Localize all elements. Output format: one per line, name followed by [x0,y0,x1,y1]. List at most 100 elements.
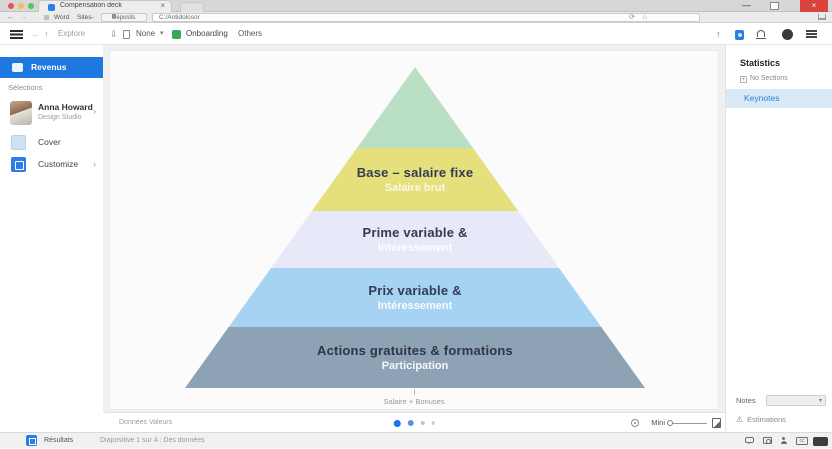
layer-subtitle: Intéressement [377,300,453,312]
camera-icon[interactable] [763,437,772,444]
add-section-button[interactable]: +No Sections [740,75,788,83]
traffic-close-button[interactable] [8,3,14,9]
person-badge-icon[interactable] [735,30,744,40]
comment-icon[interactable] [745,437,754,444]
thumbnail-icon [11,135,26,150]
layer-subtitle: Intéressement [377,242,453,254]
sidebar-item-revenus[interactable]: Revenus [0,57,103,78]
sidebar-item-customize[interactable]: Customize › [0,156,103,174]
sidebar-item-profile[interactable]: Anna Howard Design Studio › [0,98,103,130]
zoom-slider-knob[interactable] [667,420,673,426]
mini-label: Mini [651,418,665,427]
url-text: C:/Antidolosor [159,14,200,21]
panel-heading: Statistics [740,58,781,68]
avatar [10,101,32,125]
pyramid-layer-actions-formations[interactable]: Actions gratuites & formations Participa… [185,327,645,388]
pagination-dot[interactable] [431,421,435,425]
plus-icon: + [740,76,747,83]
window-minimize-button[interactable]: — [742,0,751,10]
downloads-tray-icon[interactable] [818,14,826,20]
pagination-dot[interactable] [420,421,425,425]
notifications-bell-icon[interactable] [756,30,766,39]
tab-favicon-icon [48,3,55,11]
pyramid-caption: Salaire + Bonuses [383,397,445,406]
others-button[interactable]: Others [238,29,263,38]
caret-down-icon[interactable]: ▾ [160,30,164,37]
url-input[interactable]: C:/Antidolosor ⟳ ⌂ [152,13,700,22]
slide-pagination [390,413,439,433]
warning-icon: ⚠ [736,415,744,424]
layer-title: Prime variable & [362,225,468,240]
chip-favicon-icon [112,14,116,18]
keynotes-label: Keynotes [744,93,780,103]
bookmark-sites[interactable]: Sites- [77,14,94,21]
new-tab-button[interactable] [180,2,204,12]
view-dropdown[interactable]: None [136,29,156,38]
refresh-icon[interactable]: ⟳ [629,14,635,21]
tab-close-icon[interactable]: × [160,1,165,10]
notes-row: Notes ▾ [726,395,832,408]
list-menu-icon[interactable] [806,30,817,32]
notes-label: Notes [736,396,756,405]
zoom-slider[interactable] [667,420,707,426]
chip-label: Deposits [112,15,136,21]
toolbar-forward-icon[interactable]: → [30,29,39,39]
caret-down-icon: ▾ [818,398,822,404]
status-app-name: Résultats [44,437,74,444]
onboarding-button[interactable]: Onboarding [186,29,228,38]
canvas-footer: Données Valeurs Mini [103,412,725,432]
canvas-status-text: Données Valeurs [119,419,173,426]
captions-icon[interactable]: cc [796,437,808,445]
layer-title: Actions gratuites & formations [317,343,513,358]
layer-title: Prix variable & [368,283,462,298]
status-slide-info: Diapositive 1 sur 4 : Des données [100,437,205,444]
status-bar: Résultats Diapositive 1 sur 4 : Des donn… [0,432,832,448]
toolbar-up-icon[interactable]: ↑ [44,29,49,39]
window-close-button[interactable]: × [800,0,828,12]
sidebar-selected-label: Revenus [31,62,67,72]
menu-icon[interactable] [10,30,23,32]
sync-icon[interactable]: ⇩ [110,29,118,39]
sidebar-item-cover[interactable]: Cover [0,134,103,152]
sidebar-section-label: Sélections [8,83,43,92]
profile-role: Design Studio [38,114,82,121]
chevron-right-icon: › [93,106,96,116]
chat-icon [12,63,23,72]
tab-title: Compensation deck [60,2,122,9]
address-bar: ← → Word Sites- Deposits C:/Antidolosor … [0,12,832,23]
share-icon[interactable]: ↑ [716,29,721,39]
traffic-zoom-button[interactable] [28,3,34,9]
main-area: Revenus Sélections Anna Howard Design St… [0,45,832,432]
caption-tick [414,389,415,395]
pagination-dot[interactable] [407,420,414,426]
bookmark-word[interactable]: Word [54,14,70,21]
back-icon[interactable]: ← [7,14,14,21]
fit-to-window-icon[interactable] [712,418,721,428]
layer-subtitle: Participation [381,360,449,372]
palette-icon [11,157,26,172]
chevron-right-icon: › [93,159,96,169]
keyboard-icon[interactable] [813,437,828,446]
slide-canvas: Base – salaire fixe Salaire brut Prime v… [103,45,725,432]
browser-tab[interactable]: Compensation deck × [38,0,172,12]
app-toolbar: → ↑ Explore ⇩ None ▾ Onboarding Others ↑ [0,23,832,45]
layer-title: Base – salaire fixe [356,165,474,180]
estimates-warning: ⚠Estimations [736,415,786,424]
window-restore-button[interactable] [770,2,779,10]
person-icon[interactable] [780,437,788,445]
customize-label: Customize [38,159,79,169]
explore-button[interactable]: Explore [58,29,86,38]
panel-item-keynotes[interactable]: Keynotes [726,89,832,108]
right-sidebar: Statistics +No Sections Keynotes Notes ▾… [725,45,832,432]
traffic-minimize-button[interactable] [18,3,24,9]
bookmark-chip-deposits[interactable]: Deposits [101,13,147,22]
notes-select[interactable]: ▾ [766,395,826,406]
warning-label: Estimations [747,415,786,424]
pagination-dot[interactable] [393,419,401,427]
forward-icon[interactable]: → [20,14,27,21]
home-icon[interactable]: ⌂ [642,14,647,21]
bookmark-star-icon[interactable] [44,15,49,20]
account-avatar[interactable] [782,29,793,40]
cover-label: Cover [38,137,61,147]
target-icon[interactable] [631,419,639,427]
